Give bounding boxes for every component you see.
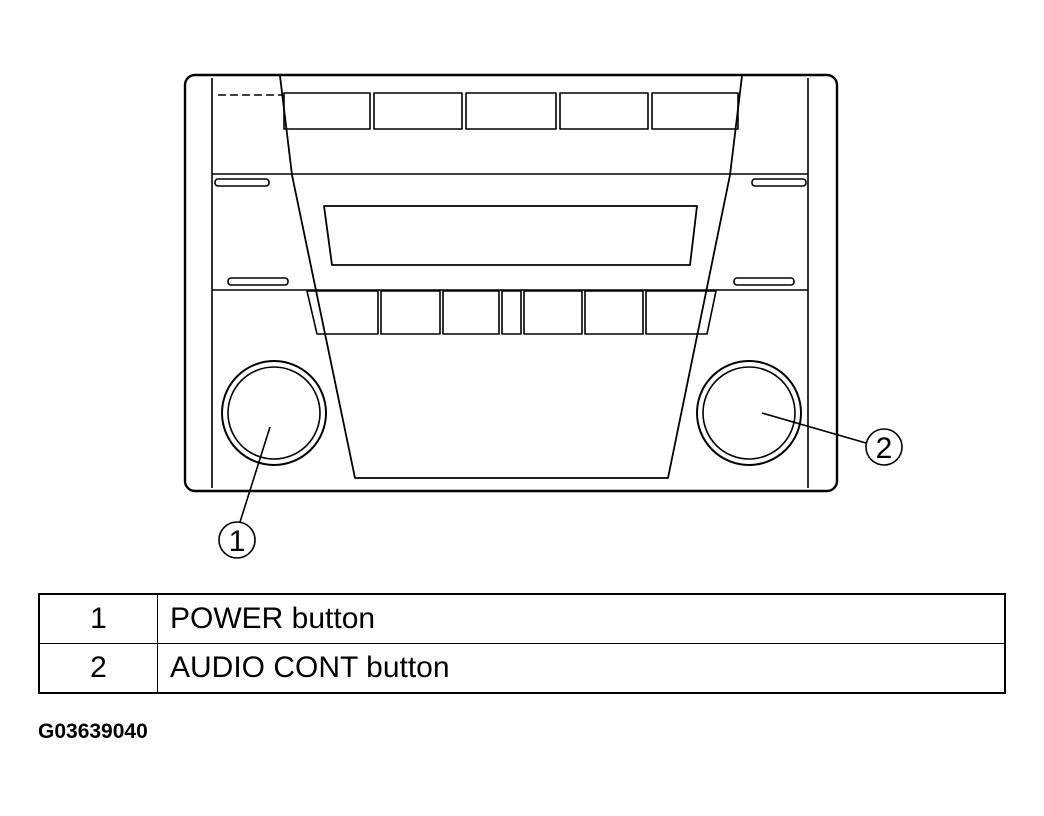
callout-circle xyxy=(865,428,903,466)
right-lower-slot xyxy=(733,277,795,286)
callout-number-1: 1 xyxy=(229,525,246,558)
panel-outline xyxy=(183,73,839,493)
callout-leader-1 xyxy=(239,426,271,523)
lower-button xyxy=(306,290,379,335)
callout-number-2: 2 xyxy=(876,432,893,465)
top-button-row xyxy=(283,92,739,130)
callout-circle xyxy=(218,521,256,559)
legend-label: AUDIO CONT button xyxy=(157,643,1006,694)
lower-button-row xyxy=(306,290,717,335)
callout-leader-2 xyxy=(761,412,867,444)
top-button xyxy=(651,92,739,130)
radio-panel-diagram: 1 2 xyxy=(183,73,903,559)
callout-1: 1 xyxy=(218,521,256,559)
legend-number: 2 xyxy=(38,643,158,694)
left-upper-slot xyxy=(214,178,270,187)
top-button xyxy=(465,92,557,130)
callout-2: 2 xyxy=(865,428,903,466)
top-button xyxy=(373,92,463,130)
left-lower-slot xyxy=(227,277,289,286)
legend-row: 2 AUDIO CONT button xyxy=(38,643,1006,694)
knob-inner-ring xyxy=(227,366,321,460)
lower-button xyxy=(442,290,500,335)
knob-inner-ring xyxy=(702,366,796,460)
legend-table: 1 POWER button 2 AUDIO CONT button xyxy=(38,593,1006,694)
lower-button xyxy=(584,290,644,335)
lower-button xyxy=(501,290,522,335)
display-window xyxy=(323,205,698,266)
top-button xyxy=(283,92,371,130)
power-knob xyxy=(221,360,327,466)
center-face xyxy=(279,75,743,479)
lower-button xyxy=(523,290,583,335)
right-upper-slot xyxy=(751,178,807,187)
knob-icon xyxy=(696,360,802,466)
knob-icon xyxy=(221,360,327,466)
legend-number: 1 xyxy=(38,593,158,644)
legend-row: 1 POWER button xyxy=(38,593,1006,644)
lower-button xyxy=(380,290,441,335)
lower-button xyxy=(645,290,717,335)
audio-knob xyxy=(696,360,802,466)
top-button xyxy=(559,92,649,130)
figure-id: G03639040 xyxy=(38,720,148,743)
legend-label: POWER button xyxy=(157,593,1006,644)
